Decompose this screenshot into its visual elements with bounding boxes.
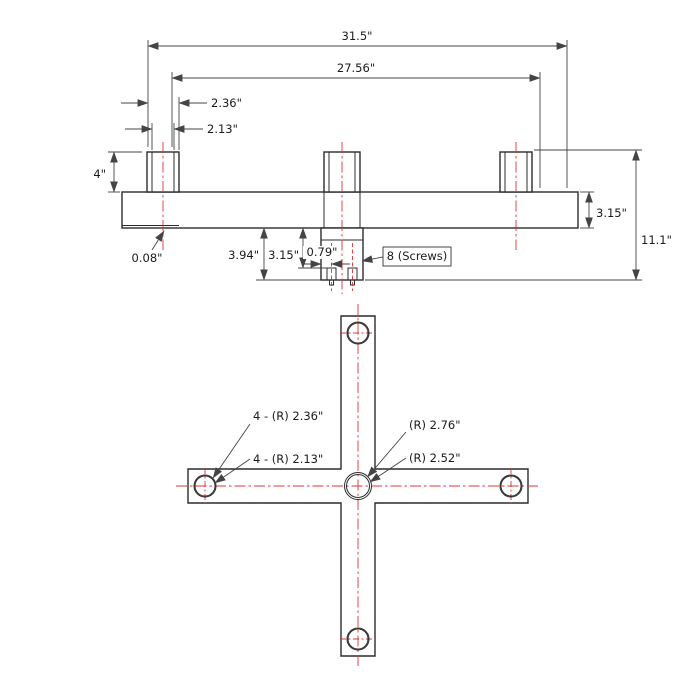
callout-holes-outer: 4 - (R) 2.36" [212, 409, 323, 479]
screws-callout-box [382, 246, 452, 267]
callout-center-outer-label: (R) 2.76" [409, 418, 461, 432]
hole-bottom-inner [347, 628, 369, 650]
hole-left-outer [193, 474, 217, 498]
dim-post-outer-label: 2.36" [211, 96, 242, 110]
dim-post-inner: 2.13" [125, 122, 238, 150]
callout-holes-outer-label: 4 - (R) 2.36" [253, 409, 323, 423]
center-hole-inner [346, 474, 370, 498]
dim-overall-height: 11.1" [365, 149, 672, 281]
dim-screw-inset-label: 0.79" [307, 245, 338, 259]
hole-right-inner [500, 475, 522, 497]
dim-bar-height: 3.15" [580, 191, 627, 229]
screws-callout-label: 8 (Screws) [387, 249, 448, 263]
plan-view: 4 - (R) 2.36" 4 - (R) 2.13" (R) 2.76" (R… [176, 304, 540, 668]
dim-lip-label: 0.08" [132, 251, 163, 265]
dim-overall-height-label: 11.1" [641, 233, 672, 247]
center-hole-outer [344, 472, 372, 500]
hole-right-outer [499, 474, 523, 498]
hole-top-inner [347, 322, 369, 344]
dim-bar-height-label: 3.15" [596, 206, 627, 220]
dim-post-height: 4" [93, 151, 142, 193]
dim-block-depth-label: 3.94" [228, 248, 259, 262]
callout-center-inner: (R) 2.52" [369, 451, 461, 483]
callout-center-inner-label: (R) 2.52" [409, 451, 461, 465]
dim-screw-inset: 0.79" [303, 245, 350, 268]
callout-holes-inner: 4 - (R) 2.13" [214, 452, 323, 484]
dim-inner-width-label: 27.56" [337, 61, 375, 75]
main-bar [121, 191, 579, 229]
dim-overall-width: 31.5" [147, 29, 568, 188]
dim-post-inner-label: 2.13" [207, 122, 238, 136]
dim-post-height-label: 4" [93, 167, 106, 181]
dim-inner-width: 27.56" [171, 61, 541, 188]
hole-left-inner [194, 475, 216, 497]
dim-post-outer: 2.36" [121, 96, 242, 150]
callout-center-outer: (R) 2.76" [367, 418, 461, 478]
callout-holes-inner-label: 4 - (R) 2.13" [253, 452, 323, 466]
dim-lip: 0.08" [132, 230, 165, 265]
hole-bottom-outer [346, 627, 370, 651]
dim-block-depth: 3.94" [228, 227, 321, 281]
front-view: 31.5" 27.56" 2.36" 2.13" [93, 29, 672, 294]
hole-top-outer [346, 321, 370, 345]
screws-callout: 8 (Screws) [361, 246, 452, 267]
dim-overall-width-label: 31.5" [342, 29, 373, 43]
dim-screw-depth-label: 3.15" [268, 248, 299, 262]
